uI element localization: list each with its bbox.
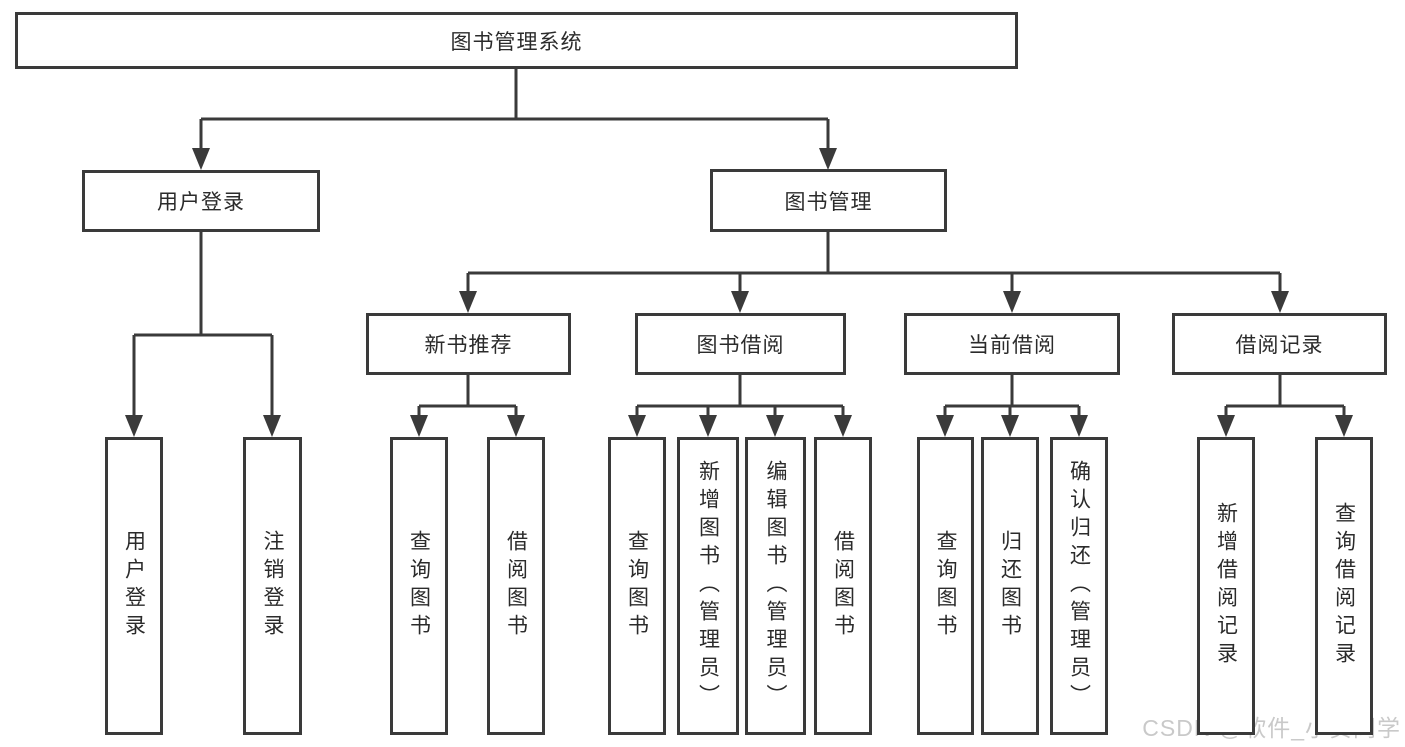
arrow-icon — [192, 148, 210, 170]
leaf-current-return-books-label: 归还图书 — [998, 530, 1022, 642]
leaf-current-confirm-return-admin-label: 确认归还（管理员） — [1067, 460, 1091, 712]
node-book-management: 图书管理 — [710, 169, 947, 232]
node-book-borrow: 图书借阅 — [635, 313, 846, 375]
arrow-icon — [628, 415, 646, 437]
leaf-current-return-books: 归还图书 — [981, 437, 1039, 735]
leaf-borrow-borrow-books: 借阅图书 — [814, 437, 872, 735]
leaf-borrow-add-books-admin: 新增图书（管理员） — [677, 437, 739, 735]
node-new-book-recommend-label: 新书推荐 — [424, 334, 513, 357]
leaf-user-login: 用户登录 — [105, 437, 163, 735]
connector-lines — [132, 69, 1346, 419]
node-book-management-label: 图书管理 — [784, 190, 873, 214]
leaf-logout-login: 注销登录 — [243, 437, 302, 735]
node-borrow-records: 借阅记录 — [1172, 313, 1387, 375]
node-current-borrow: 当前借阅 — [904, 313, 1120, 375]
arrow-icon — [1003, 291, 1021, 313]
node-root: 图书管理系统 — [15, 12, 1018, 69]
arrow-icon — [1335, 415, 1353, 437]
leaf-current-query-books-label: 查询图书 — [934, 530, 957, 642]
leaf-records-query-record-label: 查询借阅记录 — [1332, 502, 1356, 670]
leaf-borrow-borrow-books-label: 借阅图书 — [831, 530, 855, 642]
leaf-logout-login-label: 注销登录 — [261, 530, 284, 642]
arrow-icon — [731, 291, 749, 313]
leaf-borrow-query-books: 查询图书 — [608, 437, 666, 735]
arrow-icon — [834, 415, 852, 437]
leaf-newrec-query-books: 查询图书 — [390, 437, 448, 735]
leaf-borrow-query-books-label: 查询图书 — [625, 530, 649, 642]
leaf-newrec-query-books-label: 查询图书 — [407, 530, 431, 642]
arrow-icon — [263, 415, 281, 437]
leaf-newrec-borrow-books: 借阅图书 — [487, 437, 545, 735]
arrow-icon — [1070, 415, 1088, 437]
arrow-icon — [936, 415, 954, 437]
node-new-book-recommend: 新书推荐 — [366, 313, 571, 375]
leaf-records-add-record: 新增借阅记录 — [1197, 437, 1255, 735]
leaf-records-query-record: 查询借阅记录 — [1315, 437, 1373, 735]
arrow-icon — [766, 415, 784, 437]
arrow-icon — [1271, 291, 1289, 313]
leaf-current-confirm-return-admin: 确认归还（管理员） — [1050, 437, 1108, 735]
node-user-login: 用户登录 — [82, 170, 320, 232]
node-root-label: 图书管理系统 — [450, 30, 583, 54]
arrow-icon — [410, 415, 428, 437]
leaf-borrow-edit-books-admin-label: 编辑图书（管理员） — [764, 460, 787, 712]
node-book-borrow-label: 图书借阅 — [696, 334, 785, 357]
leaf-borrow-edit-books-admin: 编辑图书（管理员） — [745, 437, 806, 735]
arrow-icon — [507, 415, 525, 437]
node-user-login-label: 用户登录 — [157, 191, 245, 214]
arrowheads — [125, 148, 1353, 437]
node-borrow-records-label: 借阅记录 — [1235, 334, 1324, 357]
arrow-icon — [1217, 415, 1235, 437]
leaf-records-add-record-label: 新增借阅记录 — [1214, 502, 1238, 670]
node-current-borrow-label: 当前借阅 — [968, 334, 1056, 357]
arrow-icon — [125, 415, 143, 437]
arrow-icon — [1001, 415, 1019, 437]
leaf-user-login-label: 用户登录 — [122, 530, 146, 642]
arrow-icon — [819, 148, 837, 170]
leaf-borrow-add-books-admin-label: 新增图书（管理员） — [696, 460, 720, 712]
arrow-icon — [699, 415, 717, 437]
leaf-current-query-books: 查询图书 — [917, 437, 974, 735]
arrow-icon — [459, 291, 477, 313]
leaf-newrec-borrow-books-label: 借阅图书 — [504, 530, 528, 642]
